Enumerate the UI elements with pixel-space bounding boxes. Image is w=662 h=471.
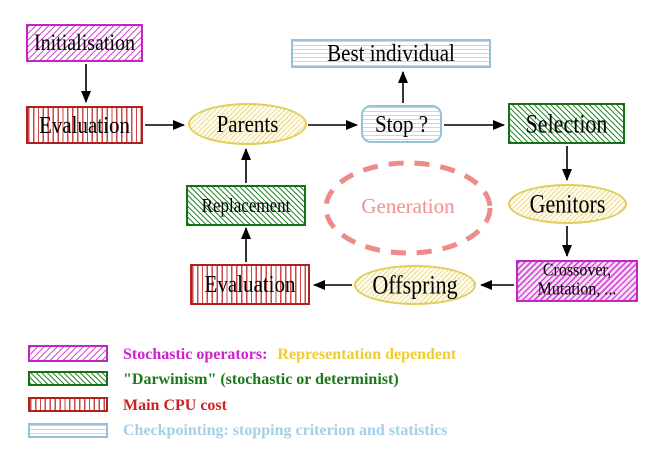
legend-label-darwinism: "Darwinism" (stochastic or determinist) xyxy=(123,371,399,388)
node-crossover-mutation: Crossover, Mutation, ... xyxy=(516,260,638,302)
node-best-individual-label: Best individual xyxy=(327,38,455,68)
legend-row-checkpointing: Checkpointing: stopping criterion and st… xyxy=(123,422,447,440)
node-selection: Selection xyxy=(508,103,625,144)
node-genitors: Genitors xyxy=(508,184,627,224)
legend-label-stochastic-operators: Stochastic operators: xyxy=(123,346,268,363)
node-crossover-line2: Mutation, ... xyxy=(537,280,617,299)
legend-label-main-cpu-cost: Main CPU cost xyxy=(123,397,227,414)
legend-swatch-main-cpu-cost xyxy=(28,397,108,412)
node-evaluation-bottom: Evaluation xyxy=(190,264,310,305)
node-stop: Stop ? xyxy=(361,105,442,143)
legend-label-checkpointing: Checkpointing: stopping criterion and st… xyxy=(123,422,448,439)
node-parents-label: Parents xyxy=(216,109,279,138)
generation-cycle-label: Generation xyxy=(326,194,490,219)
legend-row-stochastic-operators: Stochastic operators: Representation depe… xyxy=(123,346,456,364)
node-initialisation-label: Initialisation xyxy=(33,29,136,56)
node-selection-label: Selection xyxy=(525,108,608,138)
node-evaluation-top: Evaluation xyxy=(26,106,143,144)
legend-swatch-checkpointing xyxy=(28,423,108,438)
node-best-individual: Best individual xyxy=(291,39,491,68)
legend-row-darwinism: "Darwinism" (stochastic or determinist) xyxy=(123,371,399,389)
legend-swatch-darwinism xyxy=(28,371,108,386)
node-crossover-line1: Crossover, xyxy=(542,261,612,280)
node-initialisation: Initialisation xyxy=(26,24,143,62)
node-stop-label: Stop ? xyxy=(374,109,429,138)
node-offspring-label: Offspring xyxy=(372,269,458,300)
node-evaluation-top-label: Evaluation xyxy=(39,110,130,139)
node-genitors-label: Genitors xyxy=(529,188,606,219)
legend-row-main-cpu-cost: Main CPU cost xyxy=(123,397,227,415)
legend-label-representation-dependent: Representation dependent xyxy=(277,346,457,363)
generation-label-text: Generation xyxy=(361,194,455,218)
node-replacement-label: Replacement xyxy=(201,193,291,217)
node-replacement: Replacement xyxy=(186,185,306,226)
node-evaluation-bottom-label: Evaluation xyxy=(204,269,296,299)
node-parents: Parents xyxy=(188,103,307,145)
node-offspring: Offspring xyxy=(354,265,476,305)
legend-swatch-stochastic-operators xyxy=(28,345,108,362)
